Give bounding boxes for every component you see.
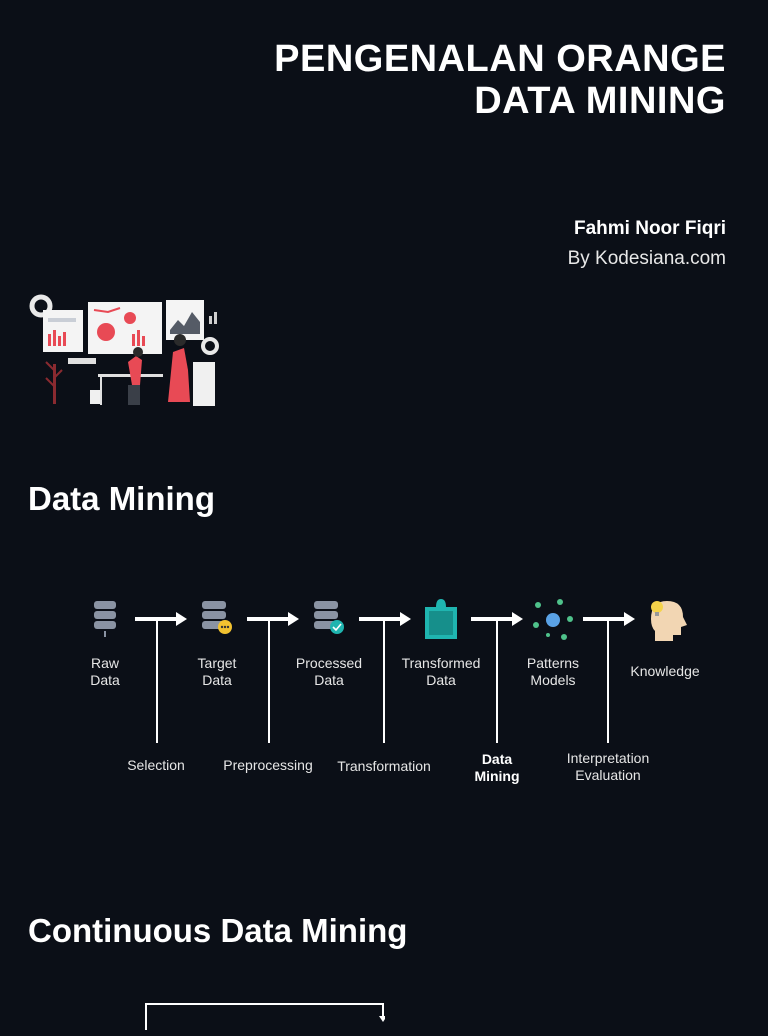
node-label: Patterns Models <box>526 655 580 688</box>
connector-selection <box>156 621 158 743</box>
step-preprocessing: Preprocessing <box>223 757 313 773</box>
connector-interpretation <box>607 621 609 743</box>
node-knowledge: Knowledge <box>620 597 710 680</box>
section-title-data-mining: Data Mining <box>28 480 215 517</box>
step-data-mining: Data Mining <box>474 751 520 784</box>
node-target-data: Target Data <box>172 597 262 689</box>
node-transformed-data: Transformed Data <box>396 597 486 689</box>
author-name: Fahmi Noor Fiqri <box>574 218 726 239</box>
step-transformation: Transformation <box>337 758 431 774</box>
node-raw-data: Raw Data <box>60 597 150 689</box>
database-icon <box>60 597 150 643</box>
connector-transformation <box>383 621 385 743</box>
step-selection: Selection <box>127 757 185 773</box>
flow-arrow-5 <box>583 612 635 626</box>
flow-arrow-2 <box>247 612 299 626</box>
node-label: Processed Data <box>295 655 363 688</box>
node-label: Knowledge <box>630 663 700 679</box>
connector-preprocessing <box>268 621 270 743</box>
node-label: Raw Data <box>90 655 120 688</box>
node-processed-data: Processed Data <box>284 597 374 689</box>
office-dashboard-illustration <box>29 294 219 406</box>
flow-arrow-3 <box>359 612 411 626</box>
connector-data-mining <box>496 621 498 743</box>
flow-arrow-4 <box>471 612 523 626</box>
byline: By Kodesiana.com <box>567 248 726 269</box>
node-patterns-models: Patterns Models <box>508 597 598 689</box>
node-label: Target Data <box>197 655 237 688</box>
continuous-loop-diagram <box>145 1003 385 1030</box>
head-bulb-icon <box>620 597 710 643</box>
title-line-1: PENGENALAN ORANGE <box>274 38 726 80</box>
puzzle-icon <box>396 597 486 643</box>
section-title-continuous-data-mining: Continuous Data Mining <box>28 912 408 949</box>
title-line-2: DATA MINING <box>474 80 726 122</box>
database-check-icon <box>284 597 374 643</box>
step-interpretation-evaluation: Interpretation Evaluation <box>566 750 650 783</box>
node-label: Transformed Data <box>401 655 481 688</box>
flow-arrow-1 <box>135 612 187 626</box>
page-title: PENGENALAN ORANGE DATA MINING <box>126 38 726 122</box>
molecule-icon <box>508 597 598 643</box>
database-target-icon <box>172 597 262 643</box>
